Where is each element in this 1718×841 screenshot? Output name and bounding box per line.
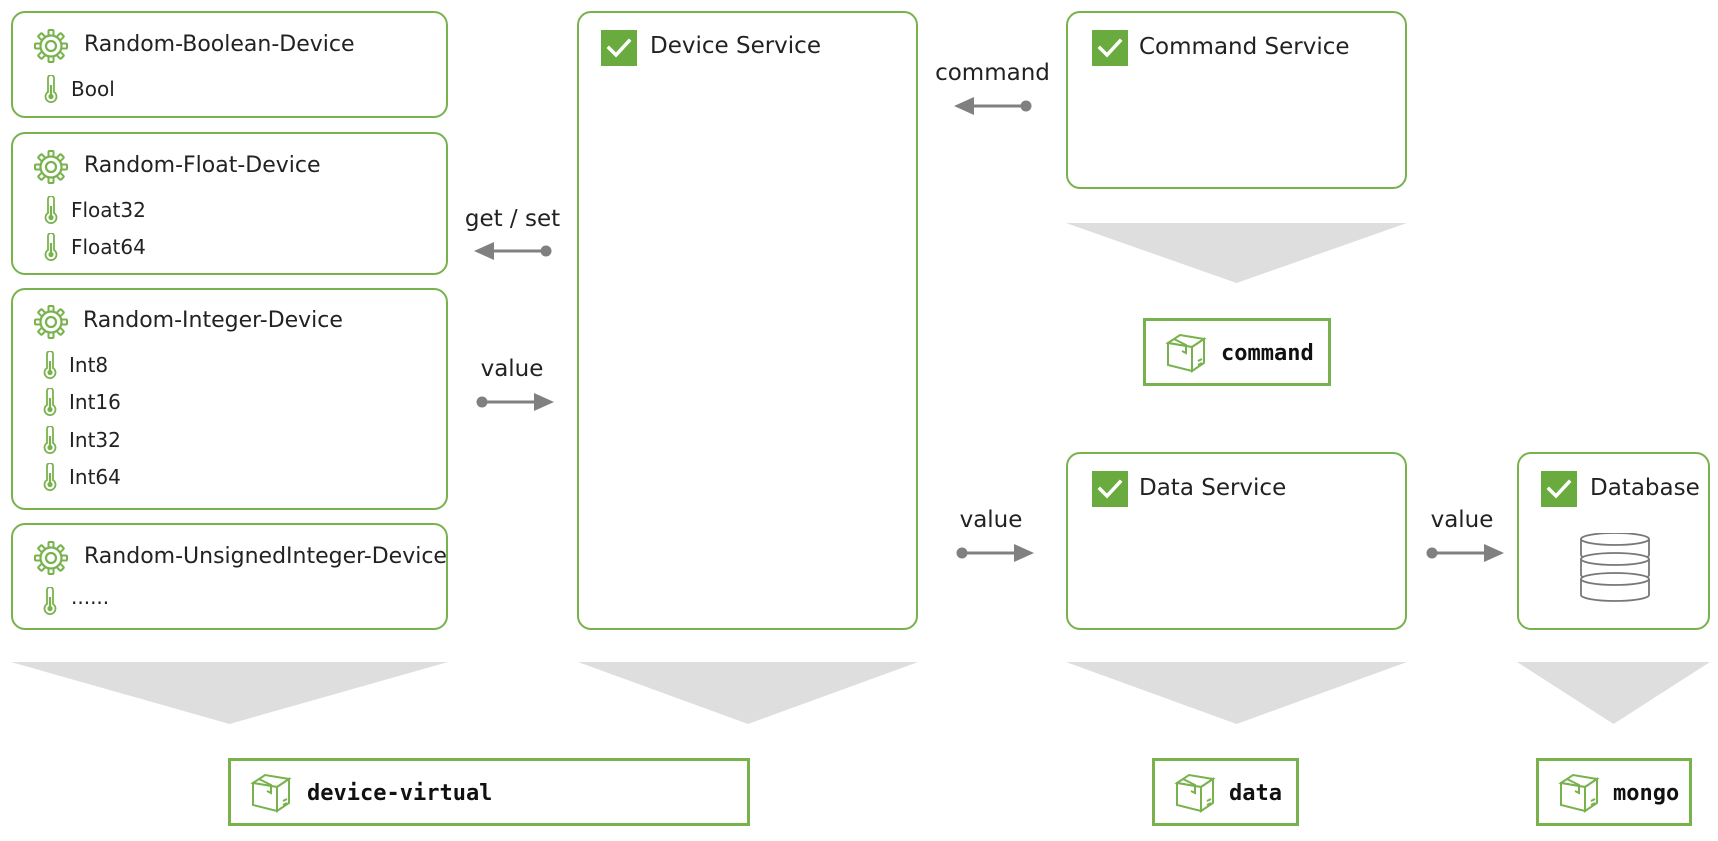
database-icon — [1579, 532, 1651, 603]
device-service-panel: Device Service — [577, 11, 918, 630]
funnel-data-service — [1066, 662, 1407, 724]
funnel-devices — [11, 662, 448, 724]
service-title: Data Service — [1139, 475, 1287, 501]
edge-label-data-value: value — [959, 507, 1023, 533]
checkbox-checked-icon — [1541, 471, 1577, 507]
checkbox-checked-icon — [1092, 471, 1128, 507]
resource-label: Bool — [71, 77, 115, 101]
gear-icon — [33, 304, 69, 340]
database-panel: Database — [1517, 452, 1710, 630]
checkbox-checked-icon — [1092, 30, 1128, 66]
resource-label: Int8 — [69, 353, 109, 377]
gear-icon — [33, 149, 69, 185]
package-name: data — [1229, 781, 1282, 806]
thermometer-icon — [43, 195, 59, 224]
service-title: Command Service — [1139, 34, 1350, 60]
funnel-database — [1517, 662, 1710, 724]
device-name: Random-UnsignedInteger-Device — [84, 544, 447, 569]
arrow-command — [954, 96, 1032, 116]
checkbox-checked-icon — [601, 30, 637, 66]
command-service-panel: Command Service — [1066, 11, 1407, 189]
thermometer-icon — [42, 387, 58, 416]
resource-label: Int16 — [69, 390, 121, 414]
edge-label-command: command — [935, 60, 1050, 86]
device-panel-boolean: Random-Boolean-Device Bool — [11, 11, 448, 118]
arrow-device-value — [476, 392, 554, 412]
thermometer-icon — [42, 350, 58, 379]
device-panel-float: Random-Float-Device Float32 Float64 — [11, 132, 448, 275]
package-box-icon — [249, 771, 293, 815]
thermometer-icon — [42, 586, 58, 615]
edge-label-get-set: get / set — [464, 206, 561, 232]
package-name: mongo — [1613, 781, 1680, 806]
thermometer-icon — [43, 232, 59, 261]
device-name: Random-Float-Device — [84, 153, 321, 178]
thermometer-icon — [42, 425, 58, 454]
package-command: command — [1143, 318, 1331, 386]
edge-label-db-value: value — [1430, 507, 1494, 533]
resource-label: Int32 — [69, 428, 121, 452]
resource-label: Int64 — [69, 465, 121, 489]
gear-icon — [33, 540, 69, 576]
thermometer-icon — [43, 74, 59, 103]
data-service-panel: Data Service — [1066, 452, 1407, 630]
funnel-device-service — [578, 662, 918, 724]
device-panel-integer: Random-Integer-Device Int8 Int16 Int32 I… — [11, 288, 448, 510]
arrow-get-set — [474, 241, 552, 261]
package-device-virtual: device-virtual — [228, 758, 750, 826]
package-box-icon — [1557, 771, 1601, 815]
service-title: Database — [1590, 475, 1700, 501]
device-name: Random-Boolean-Device — [84, 32, 355, 57]
gear-icon — [33, 28, 69, 64]
thermometer-icon — [42, 462, 58, 491]
resource-label: Float32 — [71, 198, 146, 222]
package-box-icon — [1173, 771, 1217, 815]
device-panel-unsigned-integer: Random-UnsignedInteger-Device ...... — [11, 523, 448, 630]
arrow-db-value — [1426, 543, 1504, 563]
package-box-icon — [1164, 331, 1208, 375]
resource-label: ...... — [71, 585, 110, 609]
arrow-data-value — [956, 543, 1034, 563]
funnel-command-service — [1066, 223, 1407, 283]
service-title: Device Service — [650, 33, 821, 59]
resource-label: Float64 — [71, 235, 146, 259]
edge-label-device-value: value — [480, 356, 544, 382]
package-mongo: mongo — [1536, 758, 1692, 826]
device-name: Random-Integer-Device — [83, 308, 343, 333]
package-data: data — [1152, 758, 1299, 826]
package-name: device-virtual — [307, 781, 493, 806]
package-name: command — [1221, 341, 1314, 366]
